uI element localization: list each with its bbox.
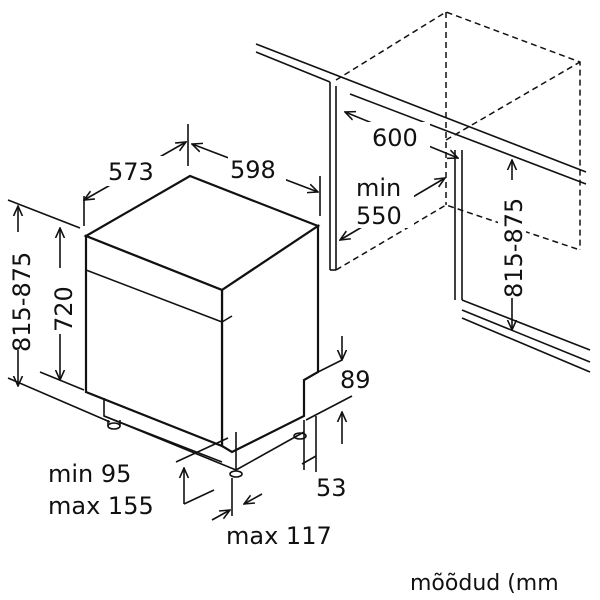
- niche-depth-min-label: min: [356, 174, 401, 202]
- niche-height-dimension: 815-875: [498, 160, 528, 330]
- niche-outline: [255, 11, 591, 373]
- foot-offset-dimension: 53: [301, 416, 347, 502]
- total-height-label: 815-875: [8, 252, 36, 352]
- niche-width-dimension: 600: [345, 112, 458, 158]
- plinth-height-dimension: min 95 max 155: [48, 437, 229, 520]
- body-height-label: 720: [50, 286, 78, 332]
- width-dimension: 598: [192, 144, 321, 216]
- body-height-dimension: 720: [39, 228, 85, 391]
- depth-dimension: 573: [84, 124, 189, 226]
- foot-offset-label: 53: [316, 474, 347, 502]
- width-label: 598: [230, 156, 276, 184]
- niche-height-label: 815-875: [500, 198, 528, 298]
- depth-label: 573: [108, 158, 154, 186]
- plinth-height-max-label: max 155: [48, 492, 154, 520]
- units-caption: mõõdud (mm: [410, 571, 559, 596]
- niche-depth-dimension: min 550: [340, 174, 445, 240]
- plinth-gap-dimension: 89: [305, 336, 371, 444]
- foot-depth-label: max 117: [226, 522, 332, 550]
- plinth-height-min-label: min 95: [48, 460, 131, 488]
- foot-depth-dimension: max 117: [211, 478, 332, 550]
- niche-width-label: 600: [372, 124, 418, 152]
- plinth-gap-label: 89: [340, 366, 371, 394]
- dishwasher-body: [83, 174, 321, 478]
- total-height-dimension: 815-875: [6, 199, 111, 423]
- niche-depth-value-label: 550: [356, 202, 402, 230]
